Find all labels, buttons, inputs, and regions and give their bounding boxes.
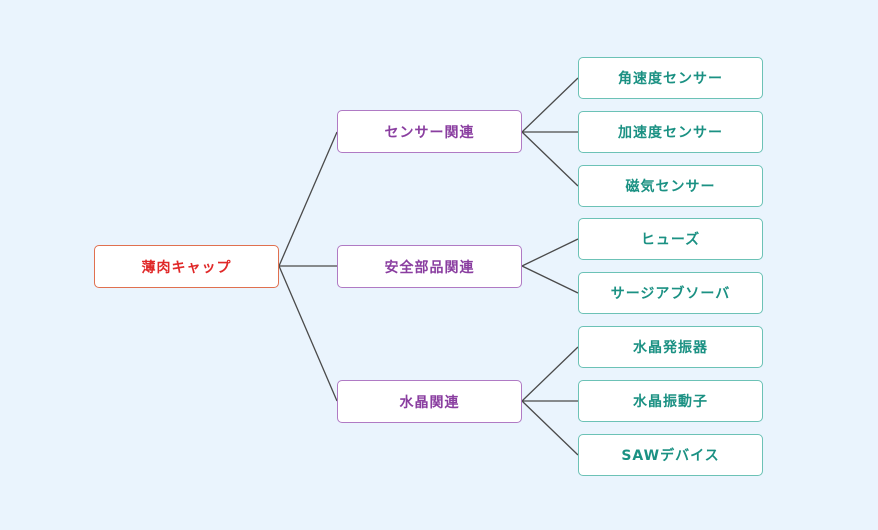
- leaf-node-label: 水晶発振器: [633, 340, 708, 356]
- category-node-safety-parts: 安全部品関連: [337, 245, 522, 288]
- category-node-sensor: センサー関連: [337, 110, 522, 153]
- leaf-node-label: 加速度センサー: [618, 125, 723, 141]
- leaf-node-magnetic-sensor: 磁気センサー: [578, 165, 763, 207]
- connector-cat-1-leaf-1: [521, 265, 579, 294]
- leaf-node-crystal-oscillator: 水晶発振器: [578, 326, 763, 368]
- root-node-label: 薄肉キャップ: [141, 259, 232, 276]
- connector-cat-2-leaf-0: [521, 346, 579, 402]
- leaf-node-label: 角速度センサー: [618, 71, 723, 87]
- category-node-label: 水晶関連: [399, 394, 460, 411]
- connector-cat-2-leaf-2: [521, 400, 579, 456]
- connector-root-cat-0: [278, 131, 338, 267]
- connector-cat-0-leaf-2: [521, 131, 579, 187]
- leaf-node-saw-device: SAWデバイス: [578, 434, 763, 476]
- leaf-node-acceleration-sensor: 加速度センサー: [578, 111, 763, 153]
- leaf-node-label: ヒューズ: [640, 232, 701, 248]
- connector-root-cat-2: [278, 265, 338, 402]
- root-node: 薄肉キャップ: [94, 245, 279, 288]
- category-node-crystal: 水晶関連: [337, 380, 522, 423]
- leaf-node-label: 磁気センサー: [625, 179, 716, 195]
- leaf-node-label: SAWデバイス: [621, 448, 720, 464]
- leaf-node-label: サージアブソーバ: [610, 286, 731, 302]
- leaf-node-surge-absorber: サージアブソーバ: [578, 272, 763, 314]
- category-node-label: センサー関連: [384, 124, 475, 141]
- category-node-label: 安全部品関連: [384, 259, 475, 276]
- leaf-node-fuse: ヒューズ: [578, 218, 763, 260]
- connector-cat-1-leaf-0: [521, 238, 579, 267]
- leaf-node-crystal-resonator: 水晶振動子: [578, 380, 763, 422]
- connector-cat-0-leaf-0: [521, 77, 579, 133]
- leaf-node-angular-velocity-sensor: 角速度センサー: [578, 57, 763, 99]
- leaf-node-label: 水晶振動子: [633, 394, 708, 410]
